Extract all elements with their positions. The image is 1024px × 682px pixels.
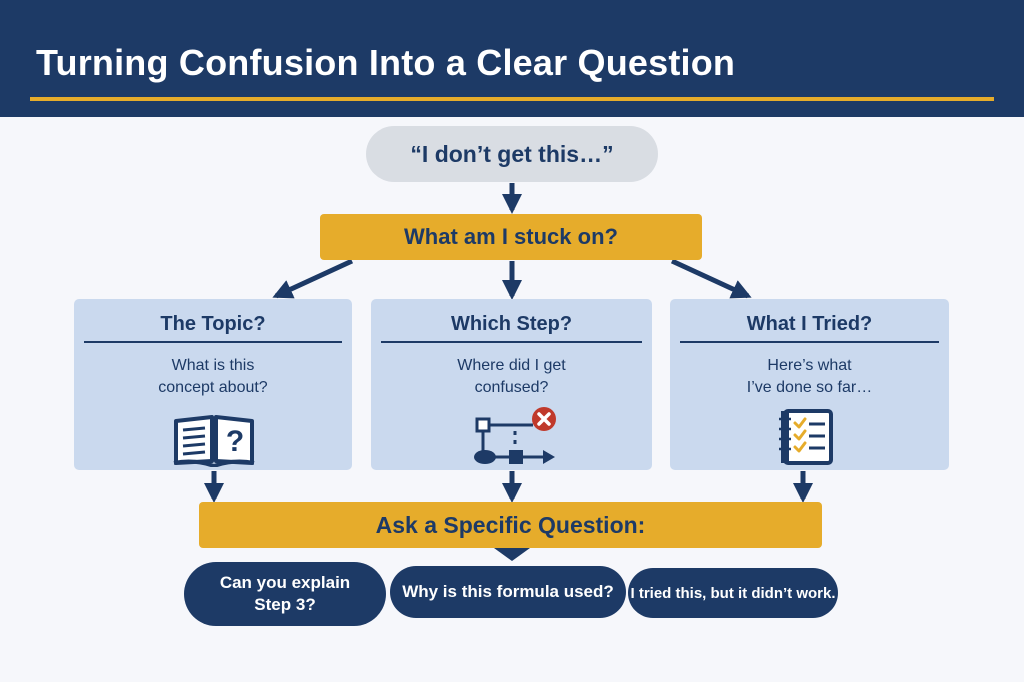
card-divider bbox=[84, 341, 342, 343]
card-description: Here’s what I’ve done so far… bbox=[746, 357, 873, 396]
ask-question-bar: Ask a Specific Question: bbox=[199, 502, 822, 548]
arrow-stuck-to-tried bbox=[670, 258, 752, 299]
card-title: The Topic? bbox=[160, 313, 266, 335]
card-title: What I Tried? bbox=[746, 313, 873, 335]
card-divider bbox=[381, 341, 642, 343]
arrow-stuck-to-topic bbox=[272, 258, 354, 299]
checklist-notebook-icon bbox=[779, 409, 833, 465]
book-question-icon: ? bbox=[173, 415, 255, 467]
card-description: Where did I get confused? bbox=[457, 357, 566, 396]
start-bubble: “I don’t get this…” bbox=[366, 126, 658, 182]
card-divider bbox=[680, 341, 939, 343]
card-description: What is this concept about? bbox=[158, 357, 268, 396]
question-bubble-formula: Why is this formula used? bbox=[390, 566, 626, 618]
ask-pointer bbox=[494, 548, 530, 561]
question-bubble-step3: Can you explain Step 3? bbox=[184, 562, 386, 626]
title-underline bbox=[30, 97, 994, 101]
card-topic: The Topic? What is this concept about? ? bbox=[74, 299, 352, 470]
card-title: Which Step? bbox=[450, 313, 573, 335]
question-bubble-tried: I tried this, but it didn’t work. bbox=[628, 568, 838, 618]
card-tried: What I Tried? Here’s what I’ve done so f… bbox=[670, 299, 949, 470]
svg-text:?: ? bbox=[226, 425, 244, 458]
flowchart-error-icon bbox=[474, 407, 556, 464]
stuck-bar: What am I stuck on? bbox=[320, 214, 702, 260]
card-step: Which Step? Where did I get confused? bbox=[371, 299, 652, 470]
page-title: Turning Confusion Into a Clear Question bbox=[36, 42, 736, 83]
header-banner: Turning Confusion Into a Clear Question bbox=[0, 0, 1024, 117]
